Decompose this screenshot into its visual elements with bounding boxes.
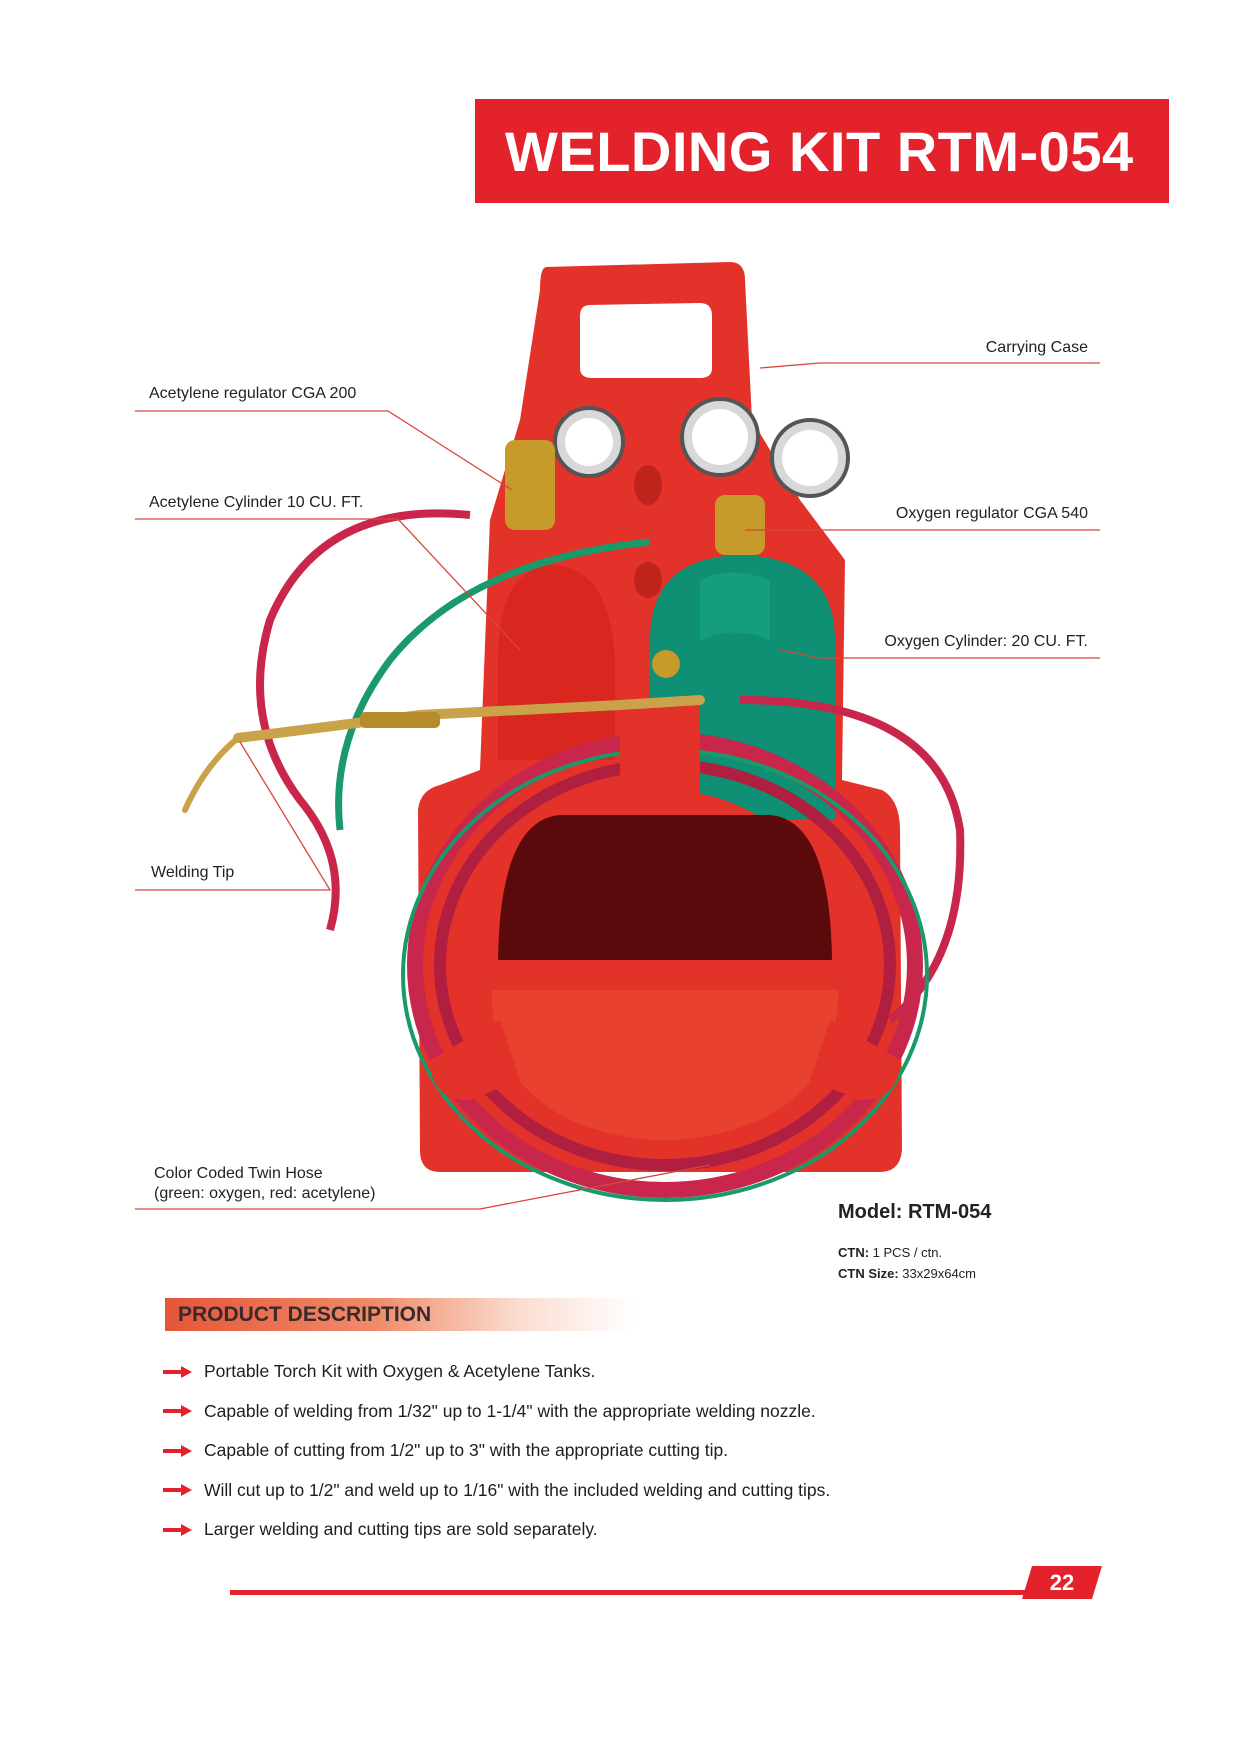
list-item-text: Capable of welding from 1/32" up to 1-1/… <box>204 1400 816 1421</box>
leader-twin-hose <box>135 1164 711 1210</box>
product-description-header: PRODUCT DESCRIPTION <box>165 1298 635 1331</box>
red-arrow-icon <box>163 1523 192 1536</box>
spec-ctn-label: CTN: <box>838 1245 870 1260</box>
label-oxygen-regulator: Oxygen regulator CGA 540 <box>895 505 1088 522</box>
page-number: 22 <box>1049 1570 1075 1595</box>
label-twin-hose-line1: Color Coded Twin Hose <box>154 1165 323 1182</box>
page-number-badge: 22 <box>1022 1566 1102 1599</box>
label-acetylene-regulator: Acetylene regulator CGA 200 <box>149 385 357 402</box>
leader-welding-tip <box>135 741 332 891</box>
model-info: Model: RTM-054 CTN: 1 PCS / ctn. CTN Siz… <box>838 1201 991 1284</box>
label-twin-hose-line2: (green: oxygen, red: acetylene) <box>154 1185 376 1202</box>
list-item: Capable of cutting from 1/2" up to 3" wi… <box>163 1431 830 1471</box>
list-item: Capable of welding from 1/32" up to 1-1/… <box>163 1392 830 1432</box>
leader-carrying-case <box>759 362 1100 369</box>
list-item-text: Portable Torch Kit with Oxygen & Acetyle… <box>204 1361 596 1382</box>
spec-ctn-value: 1 PCS / ctn. <box>872 1245 943 1260</box>
leader-acetylene-cylinder <box>135 518 521 651</box>
list-item: Larger welding and cutting tips are sold… <box>163 1510 830 1550</box>
label-carrying-case: Carrying Case <box>985 339 1088 356</box>
product-description-title: PRODUCT DESCRIPTION <box>178 1302 432 1326</box>
list-item: Will cut up to 1/2" and weld up to 1/16"… <box>163 1471 830 1511</box>
list-item-text: Will cut up to 1/2" and weld up to 1/16"… <box>204 1479 831 1500</box>
label-welding-tip: Welding Tip <box>151 864 235 881</box>
spec-ctn-size-label: CTN Size: <box>838 1266 899 1281</box>
leader-oxygen-cylinder <box>779 649 1100 659</box>
label-acetylene-cylinder: Acetylene Cylinder 10 CU. FT. <box>149 494 364 511</box>
product-description-list: Portable Torch Kit with Oxygen & Acetyle… <box>163 1352 830 1550</box>
leader-acetylene-regulator <box>135 410 513 491</box>
red-arrow-icon <box>163 1484 192 1497</box>
footer-rule <box>230 1590 1030 1595</box>
spec-ctn-size-value: 33x29x64cm <box>902 1266 977 1281</box>
list-item-text: Larger welding and cutting tips are sold… <box>204 1519 598 1540</box>
model-title: Model: RTM-054 <box>838 1201 992 1223</box>
title-banner: WELDING KIT RTM-054 <box>475 99 1169 203</box>
red-arrow-icon <box>163 1405 192 1418</box>
spec-ctn: CTN: 1 PCS / ctn. <box>838 1242 991 1263</box>
red-arrow-icon <box>163 1365 192 1378</box>
spec-ctn-size: CTN Size: 33x29x64cm <box>838 1263 991 1284</box>
list-item: Portable Torch Kit with Oxygen & Acetyle… <box>163 1352 830 1392</box>
label-oxygen-cylinder: Oxygen Cylinder: 20 CU. FT. <box>884 633 1088 650</box>
red-arrow-icon <box>163 1444 192 1457</box>
page-title: WELDING KIT RTM-054 <box>505 119 1134 183</box>
list-item-text: Capable of cutting from 1/2" up to 3" wi… <box>204 1440 729 1461</box>
